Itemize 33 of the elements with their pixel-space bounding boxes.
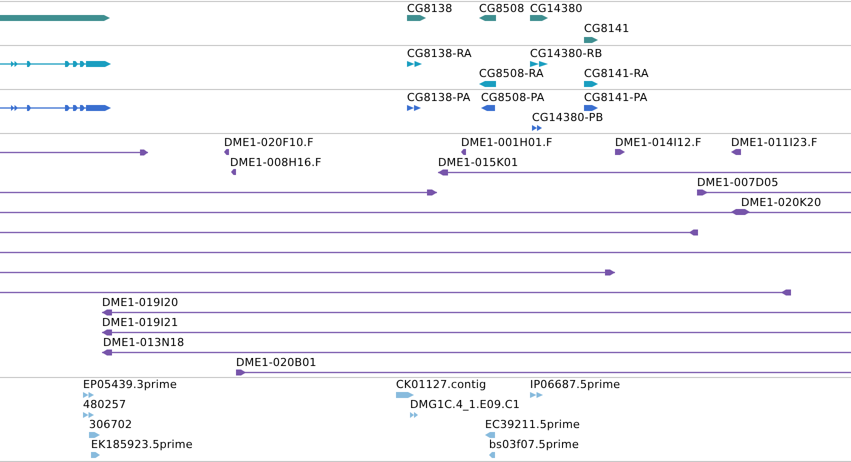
feature-label: CG8138 [407,2,452,15]
feature-label: EK185923.5prime [91,438,193,451]
feature-label: EC39211.5prime [485,418,580,431]
feature-label: EP05439.3prime [83,378,177,391]
feature-label: DME1-020F10.F [224,136,314,149]
feature-label: DME1-019I21 [102,316,178,329]
feature-label: 306702 [89,418,132,431]
feature-label: CG8138-RA [407,47,472,60]
feature-label: CK01127.contig [396,378,486,391]
feature-label: CG8141 [584,22,630,35]
feature-label: DME1-011I23.F [731,136,818,149]
feature-label: DME1-020B01 [236,356,317,369]
feature-label: DMG1C.4_1.E09.C1 [410,398,520,411]
feature-label: CG8508-PA [481,91,544,104]
feature-label: CG8141-PA [584,91,648,104]
feature-label: DME1-014I12.F [615,136,702,149]
feature-label: DME1-001H01.F [461,136,553,149]
feature-label: CG8141-RA [584,67,649,80]
feature-label: CG14380-PB [532,111,604,124]
feature-label: CG8138-PA [407,91,470,104]
feature-label: CG14380 [530,2,583,15]
feature-label: DME1-008H16.F [230,156,322,169]
feature-label: DME1-020K20 [741,196,822,209]
feature-label: CG8508-RA [479,67,544,80]
feature-label: DME1-019I20 [102,296,178,309]
feature-label: DME1-007D05 [697,176,779,189]
feature-label: bs03f07.5prime [489,438,579,451]
feature-label: IP06687.5prime [530,378,620,391]
feature-label: DME1-013N18 [103,336,184,349]
feature-label: CG14380-RB [530,47,602,60]
feature-label: DME1-015K01 [438,156,518,169]
feature-label: CG8508 [479,2,524,15]
feature-label: 480257 [83,398,126,411]
